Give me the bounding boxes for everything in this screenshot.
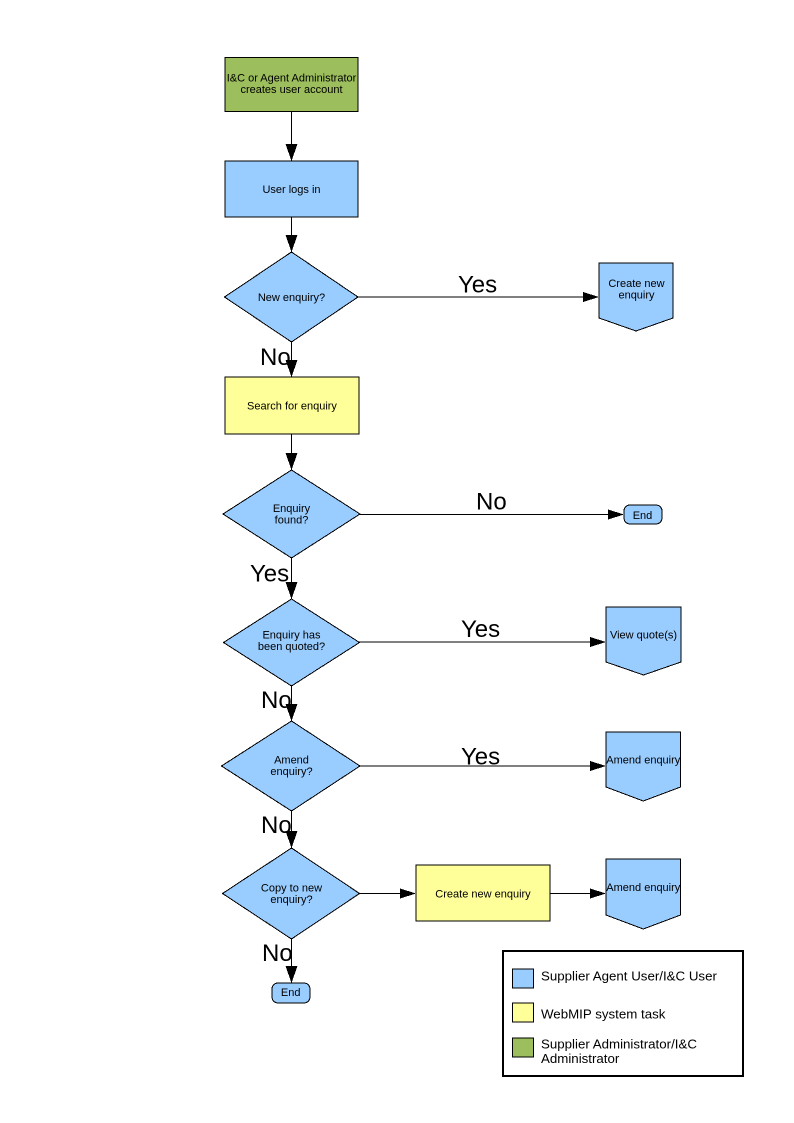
svg-text:Create new: Create new [608,278,664,290]
svg-text:enquiry?: enquiry? [270,894,312,906]
svg-text:Supplier Agent User/I&C User: Supplier Agent User/I&C User [541,969,717,984]
svg-text:enquiry?: enquiry? [270,766,312,778]
svg-text:Enquiry: Enquiry [273,503,311,515]
svg-text:creates user account: creates user account [240,84,342,96]
svg-text:Yes: Yes [458,272,497,299]
svg-text:No: No [260,344,291,371]
svg-text:Administrator: Administrator [541,1051,620,1066]
svg-text:No: No [476,489,507,516]
svg-text:Amend enquiry: Amend enquiry [606,754,680,766]
svg-text:WebMIP system task: WebMIP system task [541,1007,666,1022]
svg-text:New enquiry?: New enquiry? [258,292,325,304]
svg-text:View quote(s): View quote(s) [610,629,677,641]
svg-text:Search for enquiry: Search for enquiry [247,400,337,412]
svg-text:Amend: Amend [274,754,309,766]
svg-text:Yes: Yes [461,616,500,643]
svg-text:I&C or Agent Administrator: I&C or Agent Administrator [227,73,357,85]
svg-text:enquiry: enquiry [618,289,655,301]
svg-text:found?: found? [275,515,309,527]
svg-text:End: End [281,987,301,999]
svg-text:Create new enquiry: Create new enquiry [435,888,531,900]
svg-text:been quoted?: been quoted? [258,641,325,653]
svg-text:End: End [633,510,653,522]
svg-text:Supplier Administrator/I&C: Supplier Administrator/I&C [541,1036,697,1051]
svg-text:No: No [262,940,293,967]
svg-text:Enquiry has: Enquiry has [262,630,321,642]
svg-text:Amend enquiry: Amend enquiry [606,882,680,894]
svg-text:No: No [261,687,292,714]
svg-text:Yes: Yes [250,561,289,588]
svg-text:Yes: Yes [461,744,500,771]
svg-text:User logs in: User logs in [262,184,320,196]
svg-text:No: No [261,812,292,839]
svg-text:Copy to new: Copy to new [261,883,322,895]
